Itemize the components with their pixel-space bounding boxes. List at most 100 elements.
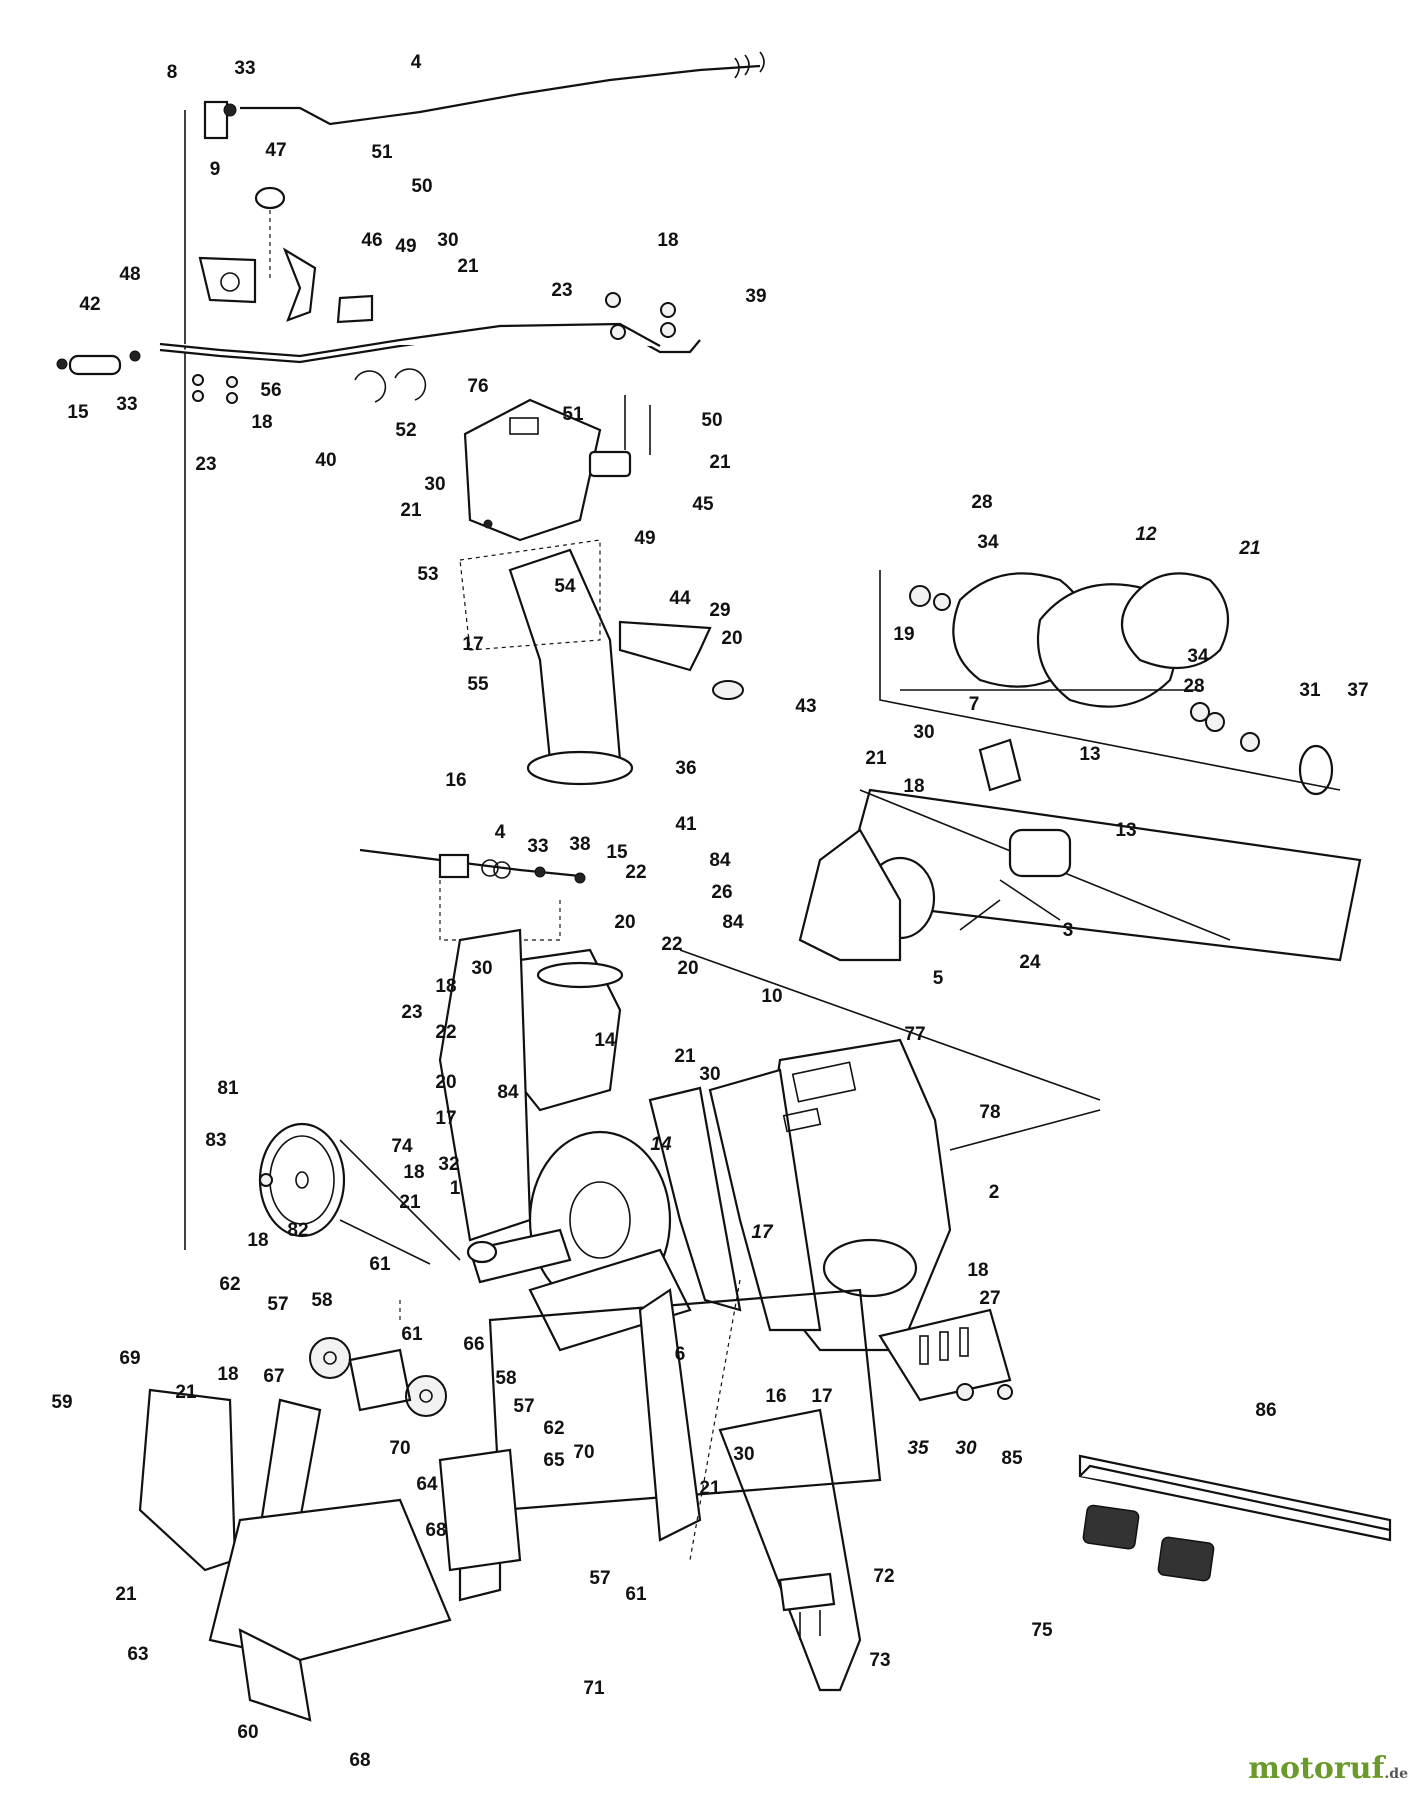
callout-c24: 24 [1019,952,1041,973]
callout-c21i: 21 [1238,538,1260,559]
callout-c33c: 33 [527,836,548,857]
callout-c30a: 30 [437,230,458,251]
callout-c18f: 18 [967,1260,988,1281]
callout-c75: 75 [1031,1620,1053,1641]
callout-c64: 64 [416,1474,438,1495]
callout-c13b: 13 [1115,820,1136,841]
callout-c45: 45 [692,494,714,515]
callout-c55: 55 [467,674,489,695]
callout-c76: 76 [467,376,488,397]
callout-c46: 46 [361,230,382,251]
pulley [258,1122,461,1265]
callout-c21g: 21 [699,1478,721,1499]
callout-c50a: 50 [411,176,432,197]
callout-c23b: 23 [195,454,216,475]
callout-c71: 71 [583,1678,605,1699]
callout-c37: 37 [1347,680,1368,701]
watermark: motoruf.de [1248,1751,1408,1786]
callout-c20a: 20 [721,628,742,649]
callout-c28a: 28 [971,492,992,513]
callout-c86: 86 [1255,1400,1276,1421]
callout-c23c: 23 [401,1002,422,1023]
callout-c61b: 61 [401,1324,423,1345]
callout-c39: 39 [745,286,766,307]
callout-c54: 54 [554,576,576,597]
chute-rod-lower [359,848,586,941]
callout-c42: 42 [79,294,100,315]
callout-c21b: 21 [709,452,731,473]
callout-c20d: 20 [435,1072,456,1093]
callout-c57b: 57 [513,1396,534,1417]
callout-c62b: 62 [543,1418,564,1439]
callout-c49a: 49 [395,236,416,257]
callout-c58a: 58 [311,1290,332,1311]
callout-c22a: 22 [625,862,646,883]
discharge-chute [459,395,744,786]
callout-c30b: 30 [424,474,445,495]
callout-c9: 9 [210,159,221,180]
callout-c40: 40 [315,450,336,471]
callout-c18h: 18 [903,776,924,797]
callout-c2: 2 [989,1182,1000,1203]
callout-c51b: 51 [562,404,584,425]
callout-c30e: 30 [955,1438,977,1459]
callout-c68b: 68 [349,1750,370,1771]
callout-c61c: 61 [625,1584,647,1605]
callout-c35: 35 [907,1438,929,1459]
callout-c33a: 33 [234,58,255,79]
callout-c6: 6 [675,1344,686,1365]
callout-c44: 44 [669,588,691,609]
callout-c47: 47 [265,140,286,161]
callout-c78: 78 [979,1102,1000,1123]
callout-c15b: 15 [606,842,628,863]
frame-assembly [138,1300,522,1722]
callout-c18e: 18 [247,1230,268,1251]
callout-c19: 19 [893,624,914,645]
watermark-suffix: .de [1384,1766,1408,1782]
callout-c62a: 62 [219,1274,240,1295]
callout-c41: 41 [675,814,697,835]
callout-c30d: 30 [699,1064,720,1085]
callout-c3: 3 [1063,920,1074,941]
callout-c61a: 61 [369,1254,391,1275]
callout-c70a: 70 [389,1438,410,1459]
callout-c20b: 20 [614,912,635,933]
callout-c21d: 21 [674,1046,696,1067]
callout-c17b: 17 [435,1108,456,1129]
callout-c57a: 57 [267,1294,288,1315]
callout-c16a: 16 [445,770,466,791]
callout-c7: 7 [969,694,980,715]
callout-c84b: 84 [722,912,744,933]
callout-c30c: 30 [471,958,492,979]
callout-c56: 56 [260,380,281,401]
callout-c16b: 16 [765,1386,786,1407]
callout-c14a: 14 [594,1030,616,1051]
callout-c4b: 4 [495,822,506,843]
auger-and-gearbox [798,570,1362,962]
callout-c53: 53 [417,564,438,585]
callout-c31: 31 [1299,680,1321,701]
callout-c63: 63 [127,1644,148,1665]
callout-c18b: 18 [251,412,272,433]
callout-c52: 52 [395,420,416,441]
callout-c10: 10 [761,986,782,1007]
callout-c15a: 15 [67,402,89,423]
callout-c85: 85 [1001,1448,1023,1469]
watermark-brand: motoruf [1248,1751,1385,1786]
callout-c21a: 21 [457,256,479,277]
callout-c21j: 21 [865,748,887,769]
callout-c33b: 33 [116,394,137,415]
callout-c81: 81 [217,1078,239,1099]
callout-c58b: 58 [495,1368,516,1389]
callout-c5: 5 [933,968,944,989]
callout-c48: 48 [119,264,140,285]
callout-c68a: 68 [425,1520,446,1541]
callout-c21h: 21 [115,1584,137,1605]
callout-c20c: 20 [677,958,698,979]
callout-c8: 8 [167,62,178,83]
callout-c60: 60 [237,1722,258,1743]
callout-c29: 29 [709,600,730,621]
callout-c43: 43 [795,696,816,717]
callout-c26: 26 [711,882,732,903]
